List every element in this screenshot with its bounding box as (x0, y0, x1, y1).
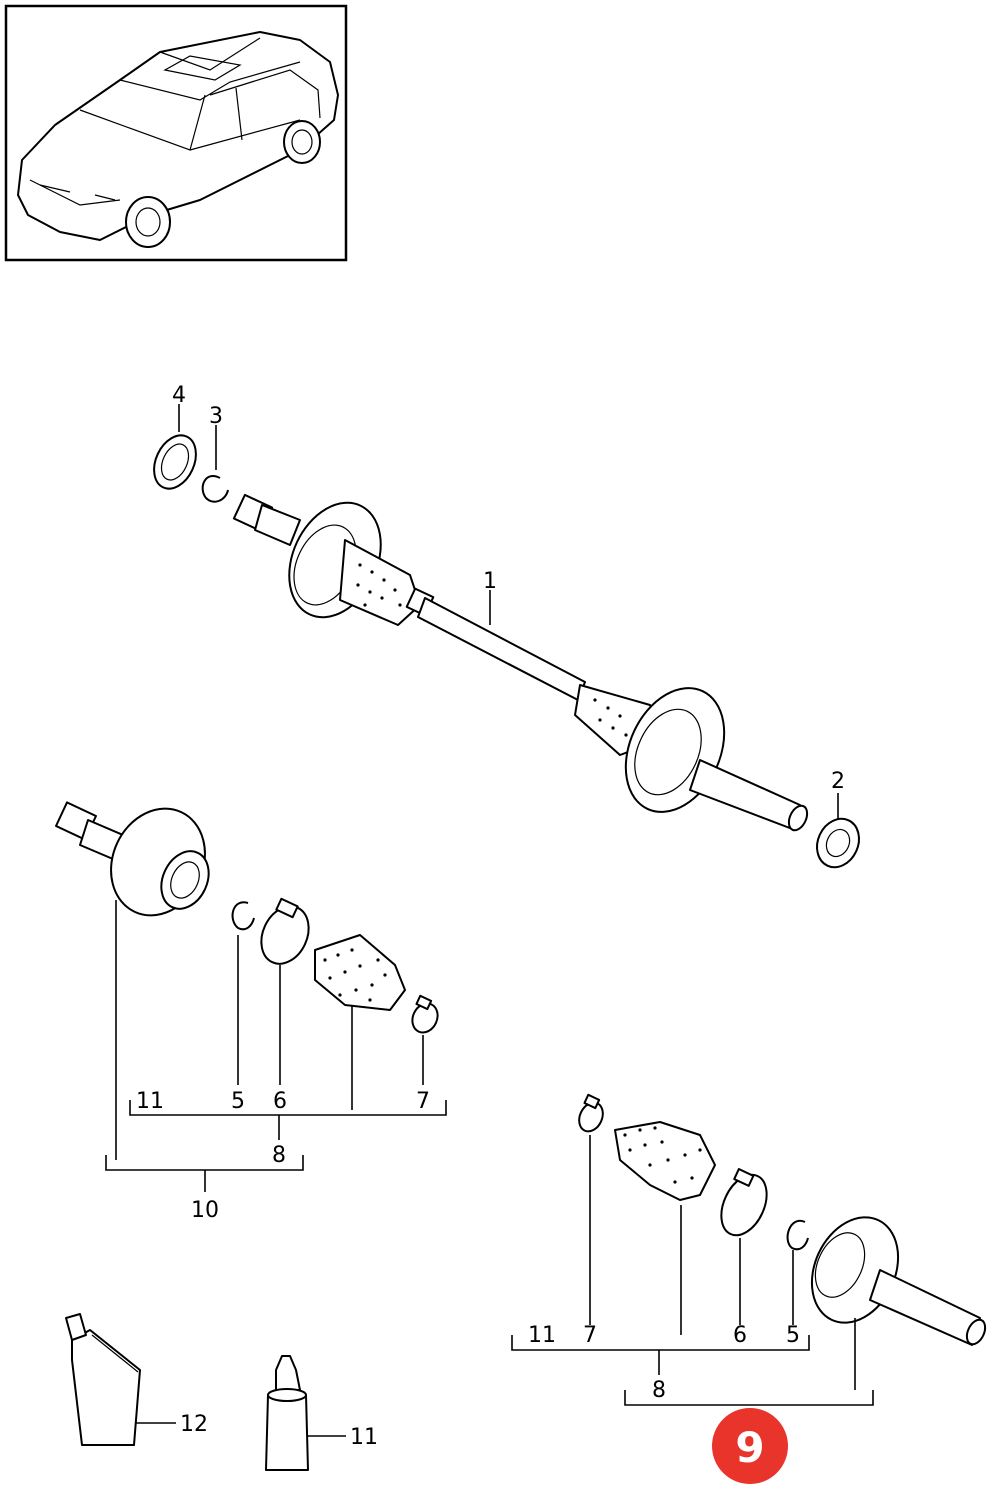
nut-part-2 (816, 817, 860, 869)
label-part-11-right: 11 (528, 1323, 556, 1348)
item-number-badge: 9 (712, 1408, 788, 1484)
grease-tube-icon: 12 (65, 1313, 208, 1446)
seal-ring-part-4 (153, 434, 197, 490)
label-part-11-bottle: 11 (350, 1425, 378, 1450)
suv-side-view-icon (17, 31, 339, 248)
label-part-11-left: 11 (136, 1089, 164, 1114)
inner-joint-exploded-group: 11 5 6 7 8 10 (55, 801, 447, 1223)
circlip-part-5-left (231, 901, 255, 931)
boot-left (314, 934, 406, 1011)
label-part-7-left: 7 (416, 1089, 430, 1114)
label-part-2: 2 (831, 769, 845, 794)
inner-boot-dots (356, 563, 402, 607)
clamp-part-7-left (411, 1002, 439, 1034)
outer-joint-housing (810, 1216, 900, 1324)
label-part-4: 4 (172, 383, 186, 408)
label-part-8-left: 8 (272, 1143, 286, 1168)
circlip-part-5-right (786, 1219, 809, 1251)
label-part-5-right: 5 (786, 1323, 800, 1348)
circlip-part-3 (201, 475, 229, 503)
vehicle-thumbnail (4, 4, 348, 262)
label-part-10: 10 (191, 1198, 219, 1223)
drive-shaft-icon (232, 493, 809, 832)
badge-number: 9 (735, 1423, 764, 1472)
label-part-5-left: 5 (231, 1089, 245, 1114)
label-part-7-right: 7 (583, 1323, 597, 1348)
label-part-3: 3 (209, 404, 223, 429)
boot-right (614, 1121, 716, 1201)
outer-joint-exploded-group: 11 7 6 5 8 (511, 1093, 987, 1406)
sealant-bottle-icon: 11 (265, 1355, 378, 1471)
drive-shaft-assembly: 4 3 1 2 (153, 383, 860, 869)
label-part-8-right: 8 (652, 1378, 666, 1403)
label-part-6-left: 6 (273, 1089, 287, 1114)
label-part-1: 1 (483, 569, 497, 594)
label-part-6-right: 6 (733, 1323, 747, 1348)
label-part-12: 12 (180, 1412, 208, 1437)
clamp-part-6-right (720, 1173, 768, 1237)
